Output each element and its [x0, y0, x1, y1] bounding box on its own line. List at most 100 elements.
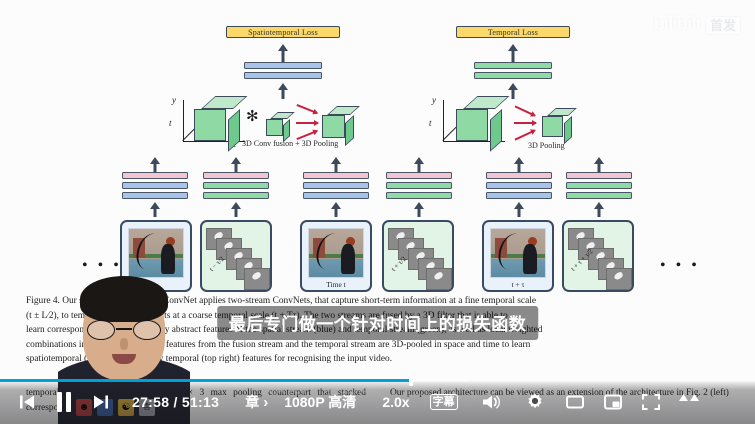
right-output-cube [542, 108, 577, 145]
right-axis-x [443, 141, 505, 143]
frame-card-label: t − τ/2 [207, 254, 226, 274]
pause-button[interactable] [44, 384, 84, 420]
next-track-button[interactable] [84, 385, 118, 419]
progress-handle[interactable] [409, 376, 414, 386]
left-axis-y [183, 100, 185, 142]
spatial-fc-layer-bottom [244, 72, 322, 79]
right-axis-y-label: y [432, 95, 436, 105]
left-axis-x [183, 141, 245, 143]
conv-stack-5-pink [486, 172, 552, 179]
conv-stack-3-blue2 [303, 192, 369, 199]
caption-line-1: Figure 4. Our spatiotemporal fusion Conv… [26, 296, 537, 306]
conv-stack-1-blue1 [122, 182, 188, 189]
chapter-button[interactable]: 章 [245, 394, 260, 410]
caption-line-4: combinations in x, y, t. The resulting f… [26, 339, 531, 350]
conv-stack-2-pink [203, 172, 269, 179]
frame-card-label: Time t [326, 280, 346, 289]
left-red-arrow-1 [296, 103, 318, 115]
widescreen-button[interactable] [562, 389, 588, 415]
left-filter-cube [266, 112, 295, 143]
left-input-cube [194, 96, 248, 152]
frame-card-label: t + τ/2 [389, 254, 408, 274]
volume-icon [482, 395, 500, 409]
next-track-icon [94, 395, 108, 409]
frame-card-rgb-1 [120, 220, 192, 292]
chapter-chevron-icon[interactable]: › [263, 393, 269, 411]
conv-stack-2-green1 [203, 182, 269, 189]
ellipsis-right: • • • [660, 257, 700, 274]
conv-stack-5-blue2 [486, 192, 552, 199]
left-operation-label: 3D Conv fusion + 3D Pooling [242, 139, 339, 148]
time-display: 27:58 / 51:13 [132, 394, 220, 410]
left-red-arrow-2 [296, 122, 318, 125]
frame-thumbnail [128, 228, 184, 278]
presenter-hair [80, 276, 168, 322]
bilibili-logo-text: bilibili [653, 14, 701, 35]
conv-stack-3-pink [303, 172, 369, 179]
volume-button[interactable] [478, 389, 504, 415]
convolution-symbol: ✻ [246, 109, 259, 125]
conv-stack-5-blue1 [486, 182, 552, 189]
conv-stack-4-green2 [386, 192, 452, 199]
conv-stack-6-pink [566, 172, 632, 179]
picture-in-picture-button[interactable] [600, 389, 626, 415]
fullscreen-button[interactable] [676, 389, 704, 415]
temporal-fc-layer-top [474, 62, 552, 69]
right-red-arrow-1 [514, 105, 536, 117]
widescreen-icon [565, 395, 584, 409]
presenter-nose [120, 338, 128, 350]
subtitle-text: 最后专门做一个针对时间上的损失函数 [216, 306, 539, 340]
previous-track-icon [20, 395, 34, 409]
settings-button[interactable] [522, 389, 548, 415]
right-axis-y [443, 100, 445, 142]
conv-stack-2-green2 [203, 192, 269, 199]
fullscreen-icon [678, 394, 699, 401]
optical-flow-stack: t + τ/2 [384, 222, 452, 290]
conv-stack-1-blue2 [122, 192, 188, 199]
subtitle-button[interactable]: 字幕 [429, 394, 458, 410]
figure-caption: Figure 4. Our spatiotemporal fusion Conv… [26, 294, 737, 367]
conv-stack-1-pink [122, 172, 188, 179]
frame-card-rgb-2: Time t [300, 220, 372, 292]
ellipsis-left: • • • [82, 257, 122, 274]
frame-card-flow-3: t + τ + τ/2 [562, 220, 634, 292]
optical-flow-stack: t + τ + τ/2 [564, 222, 632, 290]
right-axis-t-label: t [429, 118, 432, 128]
right-input-cube [456, 96, 510, 152]
presenter-mouth [112, 354, 136, 364]
conv-stack-6-green1 [566, 182, 632, 189]
frame-card-rgb-3: t + τ [482, 220, 554, 292]
frame-card-flow-1: t − τ/2 [200, 220, 272, 292]
quality-button[interactable]: 1080P 高清 [284, 394, 357, 410]
web-fullscreen-icon [641, 394, 660, 410]
conv-stack-3-blue1 [303, 182, 369, 189]
temporal-loss-box: Temporal Loss [456, 26, 570, 38]
right-red-arrow-3 [514, 129, 536, 141]
optical-flow-stack: t − τ/2 [202, 222, 270, 290]
frame-card-label: t + τ [511, 280, 525, 289]
caption-line-2: (t ± L⁄2), to temporally adjacent inputs… [26, 310, 508, 321]
frame-thumbnail [490, 228, 546, 278]
right-red-arrow-2 [514, 122, 536, 125]
picture-in-picture-icon [603, 394, 622, 410]
player-control-bar[interactable]: 27:58 / 51:13 章 › 1080P 高清 2.0x 字幕 [0, 376, 755, 424]
bilibili-premiere-badge: 首发 [704, 15, 741, 35]
caption-line-3: learn correspondences between highly abs… [26, 325, 543, 335]
web-fullscreen-button[interactable] [638, 389, 664, 415]
progress-bar[interactable] [0, 376, 755, 386]
conv-stack-6-green2 [566, 192, 632, 199]
progress-played [0, 379, 412, 382]
gear-icon [527, 393, 542, 409]
spatiotemporal-loss-box: Spatiotemporal Loss [226, 26, 340, 38]
left-axis-y-label: y [172, 95, 176, 105]
pause-icon [57, 392, 71, 412]
conv-stack-4-green1 [386, 182, 452, 189]
playback-speed-button[interactable]: 2.0x [382, 394, 410, 410]
caption-line-5: spatiotemporal (left pipe) and purely te… [26, 354, 393, 364]
conv-stack-4-pink [386, 172, 452, 179]
bilibili-watermark: bilibili 首发 [653, 14, 741, 36]
left-axis-t-label: t [169, 118, 172, 128]
previous-track-button[interactable] [10, 385, 44, 419]
temporal-fc-layer-bottom [474, 72, 552, 79]
